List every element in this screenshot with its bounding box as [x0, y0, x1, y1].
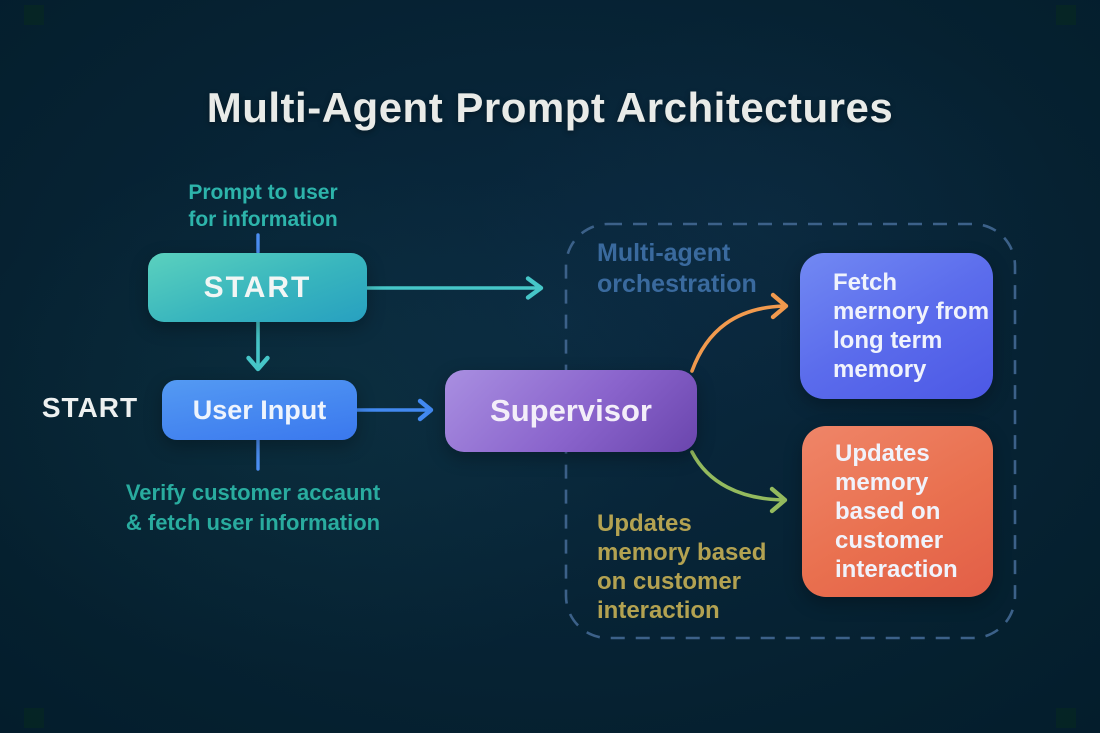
- arrowhead-right-icon: [417, 398, 434, 422]
- node-updates-memory: Updates memory based on customer interac…: [802, 426, 993, 597]
- arrowhead-right-icon: [525, 276, 544, 300]
- corner-mark: [1056, 5, 1076, 25]
- node-fetch-memory-label: Fetch mernory from long term memory: [833, 269, 990, 383]
- supervisor-to-updates-arrow: [690, 450, 785, 502]
- corner-mark: [24, 708, 44, 728]
- node-supervisor: Supervisor: [445, 370, 697, 452]
- arrowhead-right-icon: [769, 486, 788, 514]
- node-supervisor-label: Supervisor: [490, 393, 652, 428]
- page-title: Multi-Agent Prompt Architectures: [206, 84, 894, 131]
- node-updates-memory-label: Updates memory based on customer interac…: [835, 440, 958, 583]
- corner-mark: [24, 5, 44, 25]
- annotation-updates-memory-note: Updates memory based on customer interac…: [597, 510, 767, 624]
- arrowhead-down-icon: [246, 355, 270, 372]
- supervisor-to-fetch-arrow: [690, 304, 785, 373]
- node-user-input: User Input: [162, 380, 357, 440]
- annotation-prompt-to-user: Prompt to user for information: [188, 181, 338, 231]
- node-user-input-label: User Input: [192, 394, 327, 425]
- orchestration-dashed-border: [564, 222, 1017, 640]
- corner-mark: [1056, 708, 1076, 728]
- node-start-label: START: [203, 270, 312, 304]
- node-fetch-memory: Fetch mernory from long term memory: [800, 253, 993, 399]
- side-label-start: START: [41, 392, 139, 423]
- annotation-verify-account: Verify customer accaunt & fetch user inf…: [125, 480, 381, 535]
- annotation-multi-agent-orchestration: Multi-agent orchestration: [597, 239, 757, 298]
- node-start: START: [148, 253, 367, 322]
- arrowhead-right-icon: [770, 292, 789, 320]
